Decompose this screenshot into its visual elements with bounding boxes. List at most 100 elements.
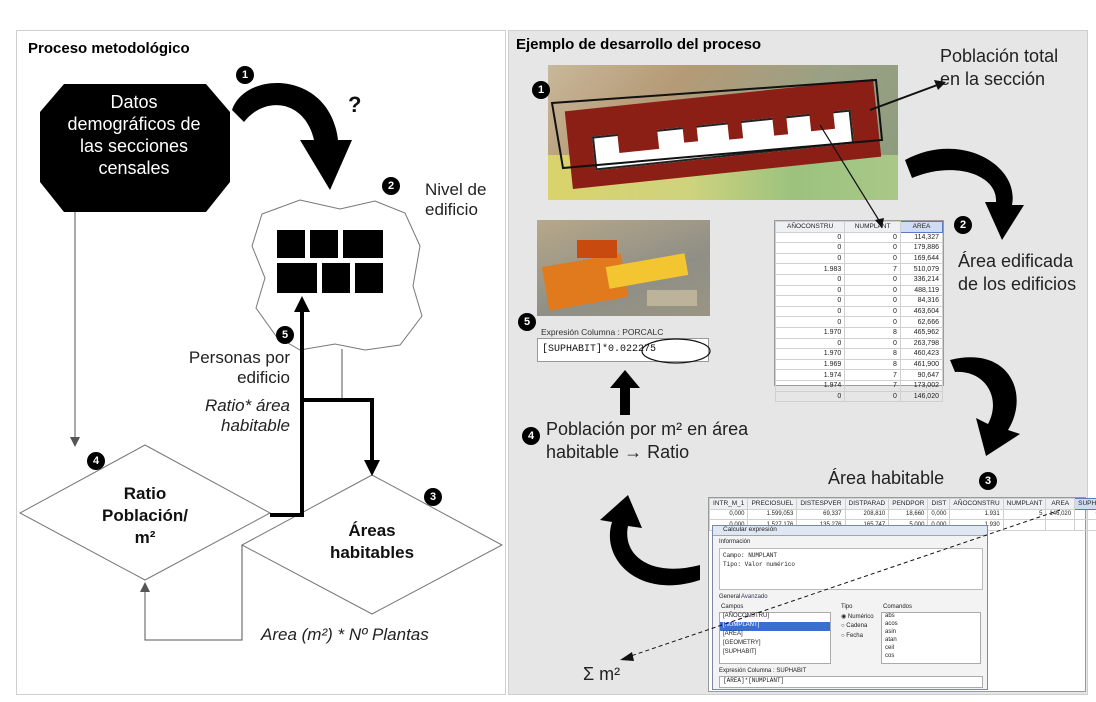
big-table-header[interactable]: SUPHABIT — [1074, 498, 1096, 510]
table-cell: 0 — [774, 316, 846, 328]
big-table-header[interactable]: INTR_M_1 — [708, 498, 749, 510]
question-mark: ? — [348, 92, 362, 117]
curved-arrow-1-2 — [232, 82, 352, 190]
campos-item[interactable]: [AÑOCONSTRU] — [723, 613, 770, 619]
step-5-badge: 5 — [276, 326, 294, 344]
comando-item[interactable]: cos — [885, 653, 895, 659]
area-edificada-label: Área edificada de los edificios — [958, 251, 1077, 295]
tipo-radio[interactable]: ◉ Numérico — [841, 613, 874, 623]
right-step-2-badge: 2 — [954, 216, 972, 234]
right-step-1-badge: 1 — [532, 81, 550, 99]
expression-field[interactable]: [SUPHABIT]*0.022275 — [537, 338, 709, 362]
radio-icon[interactable]: ◉ — [841, 614, 848, 620]
radio-icon[interactable]: ○ — [841, 623, 847, 629]
left-title: Proceso metodológico — [28, 40, 190, 57]
comando-item[interactable]: atan — [885, 637, 897, 643]
step-2-badge: 2 — [382, 177, 400, 195]
step-4-badge: 4 — [87, 452, 105, 470]
aerial-photo-result — [537, 220, 710, 316]
campos-item[interactable]: [NUMPLANT] — [720, 622, 830, 631]
table-cell: 0 — [774, 337, 846, 350]
demographic-octagon — [40, 84, 230, 212]
comando-item[interactable]: asin — [885, 629, 897, 635]
big-table-header[interactable]: NUMPLANT — [1002, 498, 1047, 510]
ratio-area-label: Ratio* área habitable — [204, 396, 290, 436]
right-step-5-badge: 5 — [518, 313, 536, 331]
comandos-label: Comandos — [883, 604, 913, 610]
tipo-radio-label: Numérico — [847, 614, 874, 620]
expression-title: Expresión Columna : PORCALC — [541, 327, 664, 337]
tab-general[interactable]: General — [719, 594, 741, 600]
campos-item[interactable]: [AREA] — [723, 631, 743, 637]
building-block — [310, 230, 338, 258]
campos-label: Campos — [721, 604, 744, 610]
big-table-header[interactable]: AREA — [1045, 498, 1076, 510]
big-table-row[interactable]: 0,0001.527,176135,276165,7475,0000,0001.… — [708, 519, 1096, 531]
dialog-tipo: Tipo: Valor numérico — [723, 561, 796, 568]
step-1-badge: 1 — [236, 66, 254, 84]
dialog-info-box — [719, 548, 983, 590]
dialog-expr-field[interactable]: [AREA]*[NUMPLANT] — [719, 676, 983, 688]
big-table-cell — [1074, 519, 1096, 531]
campos-list[interactable]: [AÑOCONSTRU] [NUMPLANT][AREA] [GEOMETRY] [S… — [719, 612, 831, 664]
tipo-radios[interactable]: ◉ Numérico○ Cadena○ Fecha — [841, 613, 874, 643]
persons-label: Personas por edificio — [188, 348, 290, 388]
tab-avanzado[interactable]: Avanzado — [741, 594, 768, 600]
dialog-campo: Campo: NUMPLANT — [723, 552, 778, 559]
campos-item[interactable]: [SUPHABIT] — [723, 649, 757, 655]
building-level-label: Nivel de edificio — [425, 180, 487, 220]
tipo-radio-label: Cadena — [846, 623, 868, 629]
comandos-list[interactable]: abs acos asin atan ceil cos — [881, 612, 981, 664]
big-table-header[interactable]: AÑOCONSTRU — [949, 498, 1004, 510]
radio-icon[interactable]: ○ — [841, 633, 847, 639]
comando-item[interactable]: acos — [885, 621, 898, 627]
comando-item[interactable]: abs — [885, 613, 895, 619]
table-cell: 0 — [774, 252, 846, 265]
comando-item[interactable]: ceil — [885, 645, 895, 651]
table-cell: 463,604 — [899, 305, 944, 318]
sum-m2-label: Σ m² — [583, 664, 621, 684]
right-step-3-badge: 3 — [979, 472, 997, 490]
big-table-cell — [1002, 519, 1047, 531]
big-table-cell — [1045, 519, 1076, 531]
building-block — [355, 263, 383, 293]
table-cell: 465,962 — [899, 326, 944, 339]
campos-item[interactable]: [GEOMETRY] — [723, 640, 761, 646]
area-formula: Area (m²) * Nº Plantas — [261, 625, 429, 644]
building-block — [343, 230, 383, 258]
tipo-radio[interactable]: ○ Fecha — [841, 633, 874, 643]
table-cell: 90,647 — [899, 369, 944, 381]
big-table-header[interactable]: DISTESPVER — [796, 498, 846, 510]
tipo-radio-label: Fecha — [846, 633, 863, 639]
right-step-4-badge: 4 — [522, 427, 540, 445]
demographic-box-label: Datos demográficos de las secciones cens… — [67, 92, 201, 178]
table-cell: 461,900 — [899, 358, 944, 371]
table-cell: 146,020 — [899, 390, 944, 403]
table-cell: 1.969 — [774, 358, 846, 371]
table-cell: 0 — [774, 284, 846, 297]
big-table-header[interactable]: PENDPOR — [888, 498, 929, 510]
areas-diamond — [240, 474, 504, 615]
tipo-label: Tipo — [841, 604, 853, 610]
table-cell: 0 — [774, 295, 846, 307]
aerial-photo-section — [548, 65, 898, 200]
step-3-badge: 3 — [424, 488, 442, 506]
tipo-radio[interactable]: ○ Cadena — [841, 623, 874, 633]
